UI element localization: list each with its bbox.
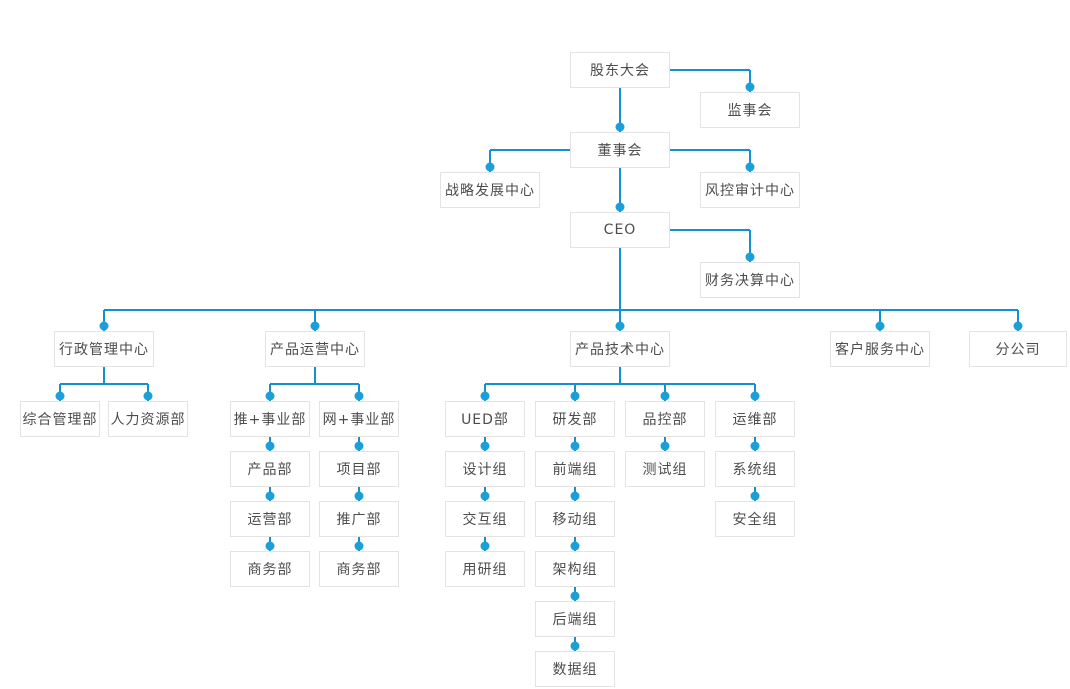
org-node-sheji: 设计组 — [445, 451, 525, 487]
org-node-yunying: 产品运营中心 — [265, 331, 365, 367]
org-node-jianshi: 监事会 — [700, 92, 800, 128]
connector-dot — [660, 441, 670, 451]
connector-dot — [570, 591, 580, 601]
org-node-gudong: 股东大会 — [570, 52, 670, 88]
connector-dot — [55, 391, 65, 401]
connector-dot — [570, 391, 580, 401]
org-node-anquan: 安全组 — [715, 501, 795, 537]
org-node-xitong: 系统组 — [715, 451, 795, 487]
org-node-xingzheng: 行政管理中心 — [54, 331, 154, 367]
connector-dot — [485, 162, 495, 172]
org-node-zhanlue: 战略发展中心 — [440, 172, 540, 208]
org-node-shangwu1: 商务部 — [230, 551, 310, 587]
connector-dot — [570, 641, 580, 651]
org-node-tui: 推+事业部 — [230, 401, 310, 437]
connector-dot — [570, 541, 580, 551]
org-node-yunyingbu: 运营部 — [230, 501, 310, 537]
org-node-wang: 网+事业部 — [319, 401, 399, 437]
org-node-ceshi: 测试组 — [625, 451, 705, 487]
org-node-xiangmubu: 项目部 — [319, 451, 399, 487]
org-node-chanpinbu: 产品部 — [230, 451, 310, 487]
org-node-fengongsi: 分公司 — [969, 331, 1067, 367]
org-node-pinkong: 品控部 — [625, 401, 705, 437]
connector-dot — [480, 541, 490, 551]
org-node-caiwu: 财务决算中心 — [700, 262, 800, 298]
connector-dot — [750, 491, 760, 501]
org-node-yidong: 移动组 — [535, 501, 615, 537]
connector-dot — [745, 162, 755, 172]
connector-dot — [265, 491, 275, 501]
org-node-jishu: 产品技术中心 — [570, 331, 670, 367]
org-node-kefu: 客户服务中心 — [830, 331, 930, 367]
connector-dot — [750, 391, 760, 401]
org-node-jiagou: 架构组 — [535, 551, 615, 587]
org-node-yongyan: 用研组 — [445, 551, 525, 587]
connector-dot — [265, 541, 275, 551]
org-node-shangwu2: 商务部 — [319, 551, 399, 587]
connector-dot — [570, 441, 580, 451]
connector-dot — [750, 441, 760, 451]
connector-dot — [99, 321, 109, 331]
connector-dot — [354, 391, 364, 401]
connector-dot — [354, 541, 364, 551]
connector-dot — [615, 122, 625, 132]
org-node-qianduan: 前端组 — [535, 451, 615, 487]
connector-dot — [660, 391, 670, 401]
org-node-zonghe: 综合管理部 — [20, 401, 100, 437]
connector-dot — [480, 391, 490, 401]
connector-dot — [354, 491, 364, 501]
org-node-ued: UED部 — [445, 401, 525, 437]
org-node-dongshi: 董事会 — [570, 132, 670, 168]
connector-dot — [265, 391, 275, 401]
org-node-yunwei: 运维部 — [715, 401, 795, 437]
connector-dot — [480, 491, 490, 501]
connector-dot — [354, 441, 364, 451]
connector-dot — [1013, 321, 1023, 331]
connector-dot — [615, 202, 625, 212]
org-node-tuiguang: 推广部 — [319, 501, 399, 537]
connector-dot — [310, 321, 320, 331]
org-node-shuju: 数据组 — [535, 651, 615, 687]
org-node-renli: 人力资源部 — [108, 401, 188, 437]
connector-dot — [615, 321, 625, 331]
org-node-houduan: 后端组 — [535, 601, 615, 637]
connector-dot — [143, 391, 153, 401]
org-node-yanfa: 研发部 — [535, 401, 615, 437]
connector-dot — [265, 441, 275, 451]
connector-dot — [480, 441, 490, 451]
org-node-ceo: CEO — [570, 212, 670, 248]
connector-dot — [745, 82, 755, 92]
org-node-fengkong: 风控审计中心 — [700, 172, 800, 208]
connector-dot — [875, 321, 885, 331]
connector-dot — [745, 252, 755, 262]
connector-dot — [570, 491, 580, 501]
org-node-jiaohu: 交互组 — [445, 501, 525, 537]
